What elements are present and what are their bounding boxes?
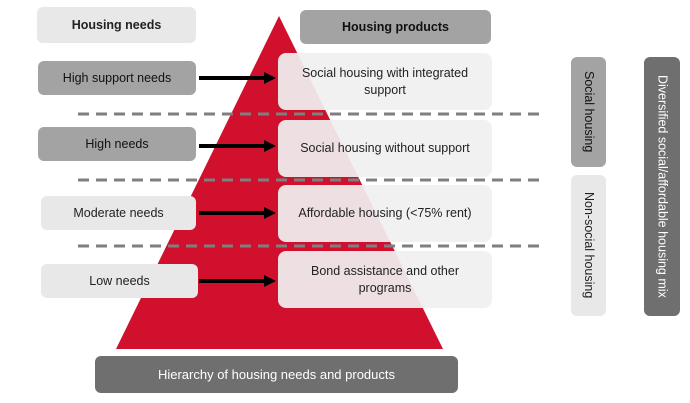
arrow-1 [199,72,276,84]
product-bond-assistance: Bond assistance and other programs [278,251,492,308]
social-housing-label-text: Social housing [581,71,596,153]
non-social-housing-label-text: Non-social housing [581,192,596,299]
hierarchy-caption: Hierarchy of housing needs and products [95,356,458,393]
product-social-without-support: Social housing without support [278,120,492,177]
arrow-2 [199,140,276,152]
need-low: Low needs [41,264,198,298]
product-social-with-support: Social housing with integrated support [278,53,492,110]
need-moderate: Moderate needs [41,196,196,230]
arrow-3 [199,207,276,219]
housing-products-header: Housing products [300,10,491,44]
housing-needs-header: Housing needs [37,7,196,43]
social-housing-label: Social housing [571,57,606,167]
housing-mix-label-text: Diversified social/affordable housing mi… [655,75,670,298]
need-high-support: High support needs [38,61,196,95]
housing-mix-label: Diversified social/affordable housing mi… [644,57,680,316]
product-affordable-housing: Affordable housing (<75% rent) [278,185,492,242]
arrow-4 [199,275,276,287]
need-high: High needs [38,127,196,161]
non-social-housing-label: Non-social housing [571,175,606,316]
